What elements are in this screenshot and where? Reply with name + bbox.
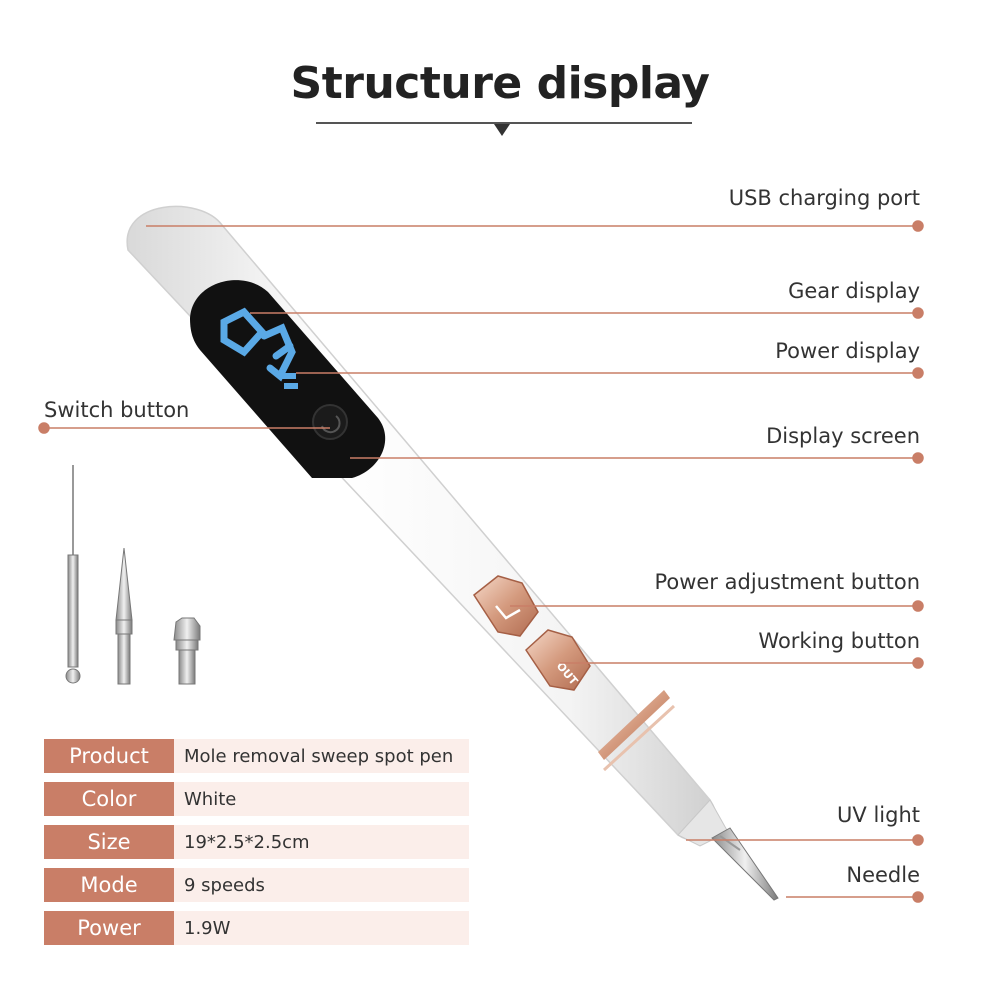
callout-lines [38, 220, 924, 903]
switch-button[interactable] [312, 404, 348, 440]
caret-down-icon [494, 124, 510, 136]
marker-dot-icon [912, 834, 924, 846]
spec-label: Size [44, 825, 174, 859]
spec-label: Product [44, 739, 174, 773]
marker-dot-icon [912, 220, 924, 232]
spec-table: Product Mole removal sweep spot pen Colo… [44, 730, 469, 954]
spec-value: Mole removal sweep spot pen [174, 739, 469, 773]
pen-body: OUT [126, 205, 779, 901]
label-gear-display: Gear display [788, 279, 920, 303]
marker-dot-icon [912, 307, 924, 319]
marker-dot-icon [912, 600, 924, 612]
label-power-display: Power display [775, 339, 920, 363]
title-underline [316, 122, 692, 124]
accessory-long-needle [65, 465, 81, 684]
marker-dot-icon [38, 422, 50, 434]
needle [711, 827, 779, 901]
spec-value: 19*2.5*2.5cm [174, 825, 469, 859]
power-adjustment-button[interactable] [472, 575, 539, 637]
spec-row-mode: Mode 9 speeds [44, 868, 469, 902]
marker-dot-icon [912, 657, 924, 669]
spec-value: 9 speeds [174, 868, 469, 902]
label-display-screen: Display screen [766, 424, 920, 448]
label-working-button: Working button [758, 629, 920, 653]
spec-row-color: Color White [44, 782, 469, 816]
gold-ring [598, 690, 670, 760]
spec-value: White [174, 782, 469, 816]
spec-label: Power [44, 911, 174, 945]
power-bars [282, 373, 298, 389]
spec-value: 1.9W [174, 911, 469, 945]
page-title: Structure display [290, 58, 710, 109]
label-needle: Needle [846, 863, 920, 887]
accessory-cone-tip [115, 547, 133, 685]
spec-row-product: Product Mole removal sweep spot pen [44, 739, 469, 773]
marker-dot-icon [912, 891, 924, 903]
working-button[interactable]: OUT [525, 629, 591, 691]
label-uv-light: UV light [837, 803, 920, 827]
label-usb-charging-port: USB charging port [728, 186, 920, 210]
gear-digits [220, 307, 296, 382]
spec-row-power: Power 1.9W [44, 911, 469, 945]
spec-row-size: Size 19*2.5*2.5cm [44, 825, 469, 859]
marker-dot-icon [912, 367, 924, 379]
accessory-screw-tip [173, 617, 201, 685]
spec-label: Mode [44, 868, 174, 902]
marker-dot-icon [912, 452, 924, 464]
label-switch-button: Switch button [44, 398, 190, 422]
label-power-adjustment-button: Power adjustment button [654, 570, 920, 594]
spec-label: Color [44, 782, 174, 816]
